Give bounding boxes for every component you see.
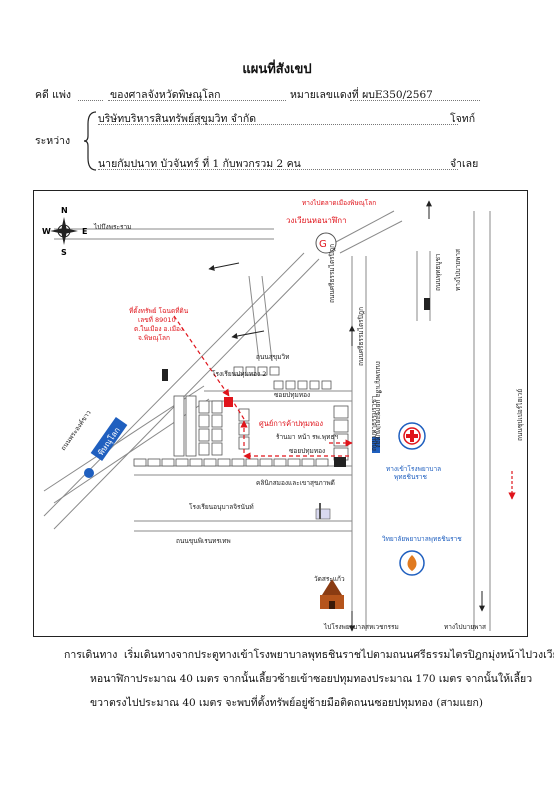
label-shop: ร้านมา หน้า รพ.พุทธฯ: [276, 433, 338, 441]
dotted-line: [108, 100, 286, 101]
compass-icon: [50, 217, 78, 245]
city-seal-icon: [84, 468, 94, 478]
court-name: ของศาลจังหวัดพิษณุโลก: [110, 89, 221, 101]
dotted-line: [350, 100, 480, 101]
dotted-line: [98, 124, 458, 125]
shop-row: [133, 458, 329, 467]
route-label: การเดินทาง: [64, 649, 118, 661]
traffic-light-icon: [424, 298, 430, 310]
label-road-sukhumvit: ถนนสุขุมวิท: [256, 353, 289, 361]
label-far-right-road: ถนนซุปเปอร์ไฮเวย์: [516, 389, 524, 441]
label-property-2: เลขที่ 89010: [138, 315, 176, 324]
map-canvas: G N S W E: [42, 199, 524, 632]
label-road-sri: ถนนศรีธรรมไตรปิฎก: [328, 244, 336, 303]
school-flag-icon: [315, 503, 331, 520]
route-line-1: เริ่มเดินทางจากประตูทางเข้าโรงพยาบาลพุทธ…: [124, 649, 554, 661]
label-roundabout: วงเวียนหอนาฬิกา: [286, 216, 347, 225]
label-property-3: ต.ในเมือง อ.เมือง: [134, 325, 183, 333]
label-road-sri-2: ถนนศรีธรรมไตรปิฎก: [357, 307, 365, 366]
city-logo-icon: พิษณุโลก: [90, 416, 128, 462]
compass-w: W: [42, 227, 51, 236]
defendant-role: จำเลย: [450, 158, 479, 170]
label-to-sirirat: ไปโรงพยาบาลสหเวชกรรม: [323, 623, 399, 631]
road-diag-upright: [333, 210, 403, 254]
case-label: คดี แพ่ง: [35, 89, 71, 101]
label-property-4: จ.พิษณุโลก: [138, 334, 170, 342]
label-soi-pathum-2: ซอยปทุมทอง: [289, 447, 325, 455]
google-icon: G: [319, 239, 327, 250]
dotted-line: [78, 100, 103, 101]
label-road-pathum-mid: ถนนพญาเสือ แยกซอยปทุมทอง: [374, 361, 382, 448]
label-school-anuban: โรงเรียนอนุบาลจิรนันท์: [189, 503, 254, 511]
dotted-line: [98, 169, 458, 170]
defendant-name: นายกัมปนาท บัวจันทร์ ที่ 1 กับพวกรวม 2 ค…: [98, 158, 301, 170]
label-road-right: ถนนพุทธบูชา: [434, 253, 442, 291]
map-frame: G N S W E: [33, 190, 528, 637]
clinic-building: [334, 457, 346, 467]
label-road-maha: ถนนมหาธรรมราชา: [370, 395, 378, 451]
road-branch: [248, 275, 273, 362]
label-to-market: ทางไปตลาดเมืองพิษณุโลก: [302, 199, 376, 207]
label-hospital-name: พุทธชินราช: [394, 473, 428, 481]
route-path: [173, 315, 353, 460]
property-marker: [224, 397, 233, 407]
route-line-3: ขวาตรงไปประมาณ 40 เมตร จะพบที่ตั้งทรัพย์…: [90, 697, 483, 709]
label-hospital-gate: ทางเข้าโรงพยาบาล: [386, 465, 441, 473]
compass-s: S: [61, 248, 67, 257]
bracket-icon: [84, 111, 97, 171]
road-lower-horizontal: [134, 465, 352, 476]
label-road-bottom: ถนนขุนพิเรนทรเทพ: [176, 537, 231, 545]
label-school-pathum: โรงเรียนปทุมทอง 2: [212, 370, 266, 378]
route-line-2: หอนาฬิกาประมาณ 40 เมตร จากนั้นเลี้ยวซ้าย…: [90, 673, 533, 685]
label-clinic: คลินิกสมองและเขาสุขภาพดี: [256, 479, 335, 487]
arrow-icons: [208, 200, 485, 632]
college-logo-icon: [399, 550, 425, 576]
traffic-light-icon: [162, 369, 168, 381]
compass-e: E: [82, 227, 87, 236]
label-to-bueng: ไปบึงพระราม: [93, 223, 131, 231]
case-number: หมายเลขแดงที่ ผบE350/2567: [290, 89, 433, 101]
hospital-logo-icon: [398, 422, 426, 450]
page-title: แผนที่สังเขป: [242, 62, 312, 77]
label-center: ศูนย์การค้าปทุมทอง: [259, 419, 323, 428]
road-north-diag: [54, 228, 274, 240]
road-highway: [473, 211, 491, 631]
label-soi-pathum: ซอยปทุมทอง: [274, 391, 310, 399]
label-temple: วัดสระแก้ว: [314, 575, 345, 583]
label-property-1: ที่ตั้งทรัพย์ โฉนดที่ดิน: [129, 306, 189, 315]
between-label: ระหว่าง: [35, 135, 71, 147]
compass-n: N: [61, 206, 68, 215]
label-nursing-college: วิทยาลัยพยาบาลพุทธชินราช: [382, 535, 463, 543]
label-road-left-diag: ถนนพระองค์ขาว: [59, 409, 93, 453]
roundabout-marker: [315, 232, 337, 254]
temple-icon: [320, 579, 344, 609]
plaintiff-name: บริษัทบริหารสินทรัพย์สุขุมวิท จำกัด: [98, 113, 257, 125]
label-to-highway: ทางไปบายพาส: [454, 249, 462, 291]
hospital-gate-marker: [372, 437, 380, 453]
road-bottom: [134, 520, 352, 532]
plaintiff-role: โจทก์: [450, 113, 476, 125]
label-to-bypass: ทางไปบายพาส: [444, 623, 486, 631]
road-right-vertical: [416, 251, 431, 321]
